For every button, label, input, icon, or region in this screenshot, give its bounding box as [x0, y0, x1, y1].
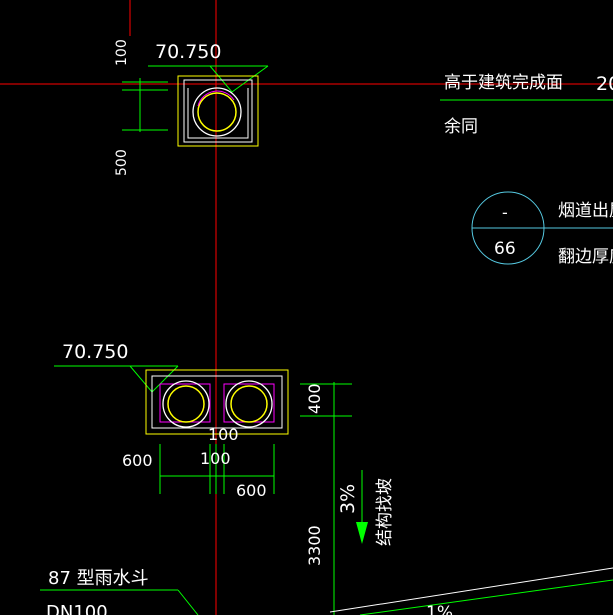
slope-3pct: 3% — [337, 484, 359, 514]
dim-100-b: 100 — [200, 449, 231, 468]
elev-top-text: 70.750 — [155, 41, 221, 63]
dim-400-vert: 400 — [305, 383, 324, 414]
pipe-left-inner — [167, 385, 205, 423]
double-box-inner — [151, 375, 283, 429]
dim-500-vert: 500 — [114, 149, 130, 176]
note-above-roof: 高于建筑完成面 — [444, 73, 563, 93]
bubble-bottom-text: 66 — [494, 239, 516, 259]
rain-hopper-leader — [177, 589, 199, 615]
bubble-top-text: - — [502, 203, 508, 222]
dim-100-vert: 100 — [114, 39, 130, 66]
rain-hopper-text: 87 型雨水斗 — [48, 568, 149, 589]
slope-arrow-head — [356, 522, 368, 544]
pipe-left-outer — [162, 380, 210, 428]
elev-top-marker — [209, 65, 269, 93]
note-rest-same: 余同 — [444, 117, 478, 137]
pipe-size-text: DN100 — [46, 602, 108, 615]
structure-slope-text: 结构找坡 — [375, 478, 395, 546]
dim-100-a: 100 — [208, 425, 239, 444]
elev-mid-text: 70.750 — [62, 341, 128, 363]
chimney-label: 烟道出屋 — [558, 201, 613, 221]
dim-600-left: 600 — [122, 451, 153, 470]
double-box-outer — [145, 369, 289, 435]
chimney-box-hatch — [187, 88, 249, 139]
pipe-circle-inner — [197, 92, 237, 132]
pipe-right-outer — [225, 380, 273, 428]
flange-label: 翻边厚度 — [558, 247, 613, 267]
pipe-circle-outer — [192, 87, 242, 137]
pipe-magenta-arc — [197, 90, 235, 107]
chimney-box-outer — [177, 75, 259, 147]
slope-1pct: 1% — [426, 603, 453, 615]
dim-600-right: 600 — [236, 481, 267, 500]
note-above-roof-num: 20 — [596, 73, 613, 95]
roof-edge-line — [329, 567, 613, 613]
chimney-box-inner — [183, 79, 253, 143]
pipe-right-inner — [230, 385, 268, 423]
roof-slope-green — [359, 579, 613, 615]
dim-3300-vert: 3300 — [305, 525, 324, 566]
